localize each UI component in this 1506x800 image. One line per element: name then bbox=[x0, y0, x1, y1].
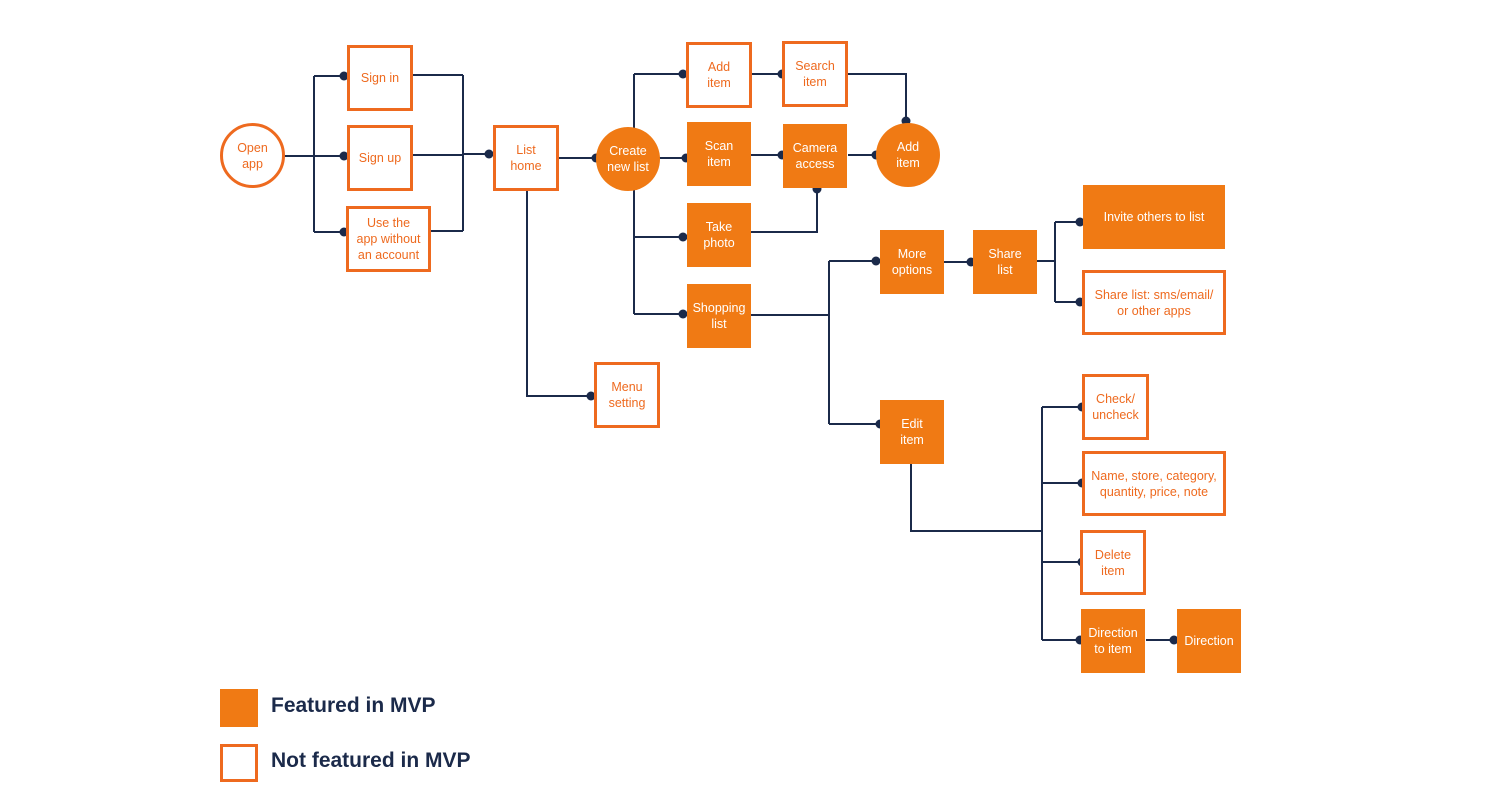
node-camera-access: Camera access bbox=[783, 124, 847, 188]
legend-swatch-not-featured bbox=[220, 744, 258, 782]
node-create-new-list: Create new list bbox=[596, 127, 660, 191]
legend-label-not-featured: Not featured in MVP bbox=[271, 749, 471, 772]
legend-label-featured: Featured in MVP bbox=[271, 694, 436, 717]
node-use-without-account: Use the app without an account bbox=[346, 206, 431, 272]
connector-auth-to-list-home bbox=[412, 74, 489, 232]
node-more-options: More options bbox=[880, 230, 944, 294]
connector-dot bbox=[339, 71, 349, 81]
connector-dot bbox=[678, 232, 688, 242]
node-invite-others: Invite others to list bbox=[1083, 185, 1225, 249]
node-shopping-list: Shopping list bbox=[687, 284, 751, 348]
node-open-app: Open app bbox=[220, 123, 285, 188]
node-sign-up: Sign up bbox=[347, 125, 413, 191]
connector-create-branches bbox=[633, 73, 686, 315]
node-search-item: Search item bbox=[782, 41, 848, 107]
connector-dot bbox=[339, 151, 349, 161]
node-check-uncheck: Check/ uncheck bbox=[1082, 374, 1149, 440]
node-add-item-end: Add item bbox=[876, 123, 940, 187]
connector-dot bbox=[678, 69, 688, 79]
connector-shopping-branches bbox=[751, 260, 880, 425]
node-scan-item: Scan item bbox=[687, 122, 751, 186]
node-share-list: Share list bbox=[973, 230, 1037, 294]
connector-dot bbox=[678, 309, 688, 319]
node-edit-item: Edit item bbox=[880, 400, 944, 464]
node-add-item: Add item bbox=[686, 42, 752, 108]
node-share-list-channels: Share list: sms/email/ or other apps bbox=[1082, 270, 1226, 335]
node-delete-item: Delete item bbox=[1080, 530, 1146, 595]
node-menu-setting: Menu setting bbox=[594, 362, 660, 428]
connector-dot bbox=[1169, 635, 1179, 645]
connector-open-to-auth bbox=[284, 75, 344, 233]
node-list-home: List home bbox=[493, 125, 559, 191]
node-take-photo: Take photo bbox=[687, 203, 751, 267]
node-item-fields: Name, store, category, quantity, price, … bbox=[1082, 451, 1226, 516]
legend-swatch-featured bbox=[220, 689, 258, 727]
connector-search-to-add-end bbox=[848, 73, 907, 121]
connector-dot bbox=[484, 149, 494, 159]
connector-dot bbox=[871, 256, 881, 266]
node-direction-to-item: Direction to item bbox=[1081, 609, 1145, 673]
connector-dot bbox=[586, 391, 596, 401]
connector-edit-branches bbox=[910, 406, 1082, 641]
connector-dot bbox=[1075, 217, 1085, 227]
node-direction: Direction bbox=[1177, 609, 1241, 673]
connector-share-branches bbox=[1037, 221, 1080, 303]
connector-list-home-to-menu bbox=[526, 189, 591, 397]
connector-photo-to-camera bbox=[751, 189, 818, 233]
node-sign-in: Sign in bbox=[347, 45, 413, 111]
